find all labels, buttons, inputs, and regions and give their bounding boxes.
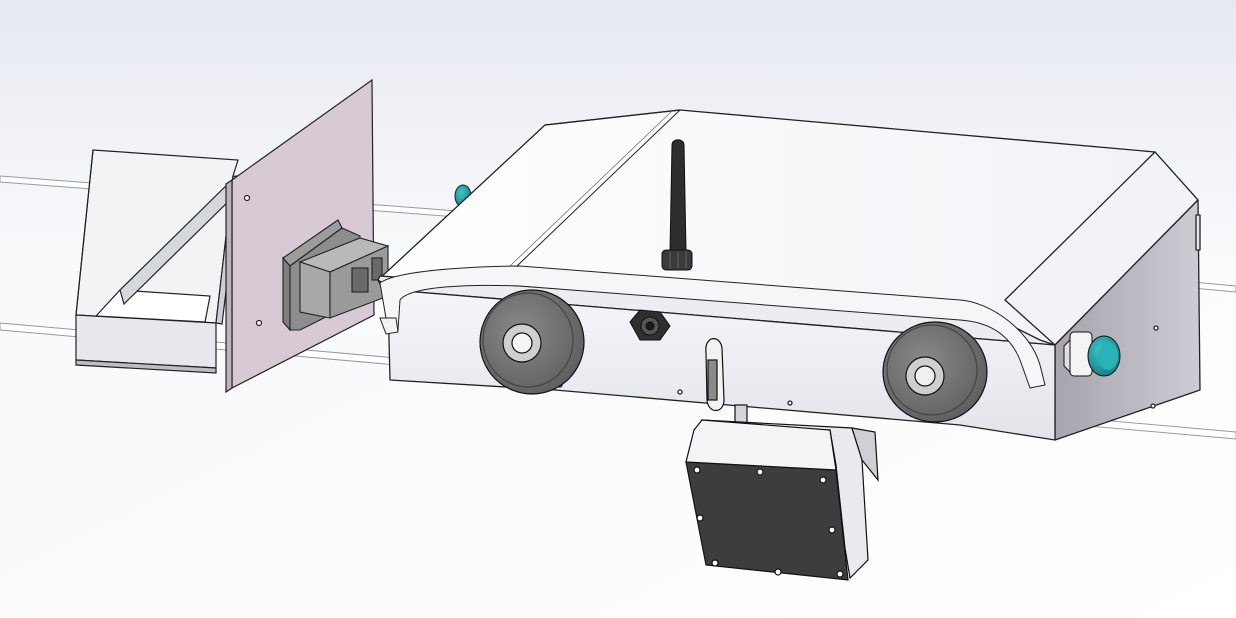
connector-block [282, 219, 390, 332]
antenna-icon [661, 139, 693, 271]
carabiner-hook-icon [705, 338, 725, 412]
left-tray [75, 149, 241, 374]
drive-wheel-right [882, 321, 988, 423]
teal-knob-right [1063, 331, 1121, 377]
rail-clip-left [379, 317, 399, 335]
drive-wheel-left [479, 289, 585, 395]
camera-box-icon [685, 404, 879, 581]
cable-gland-icon [629, 309, 671, 341]
